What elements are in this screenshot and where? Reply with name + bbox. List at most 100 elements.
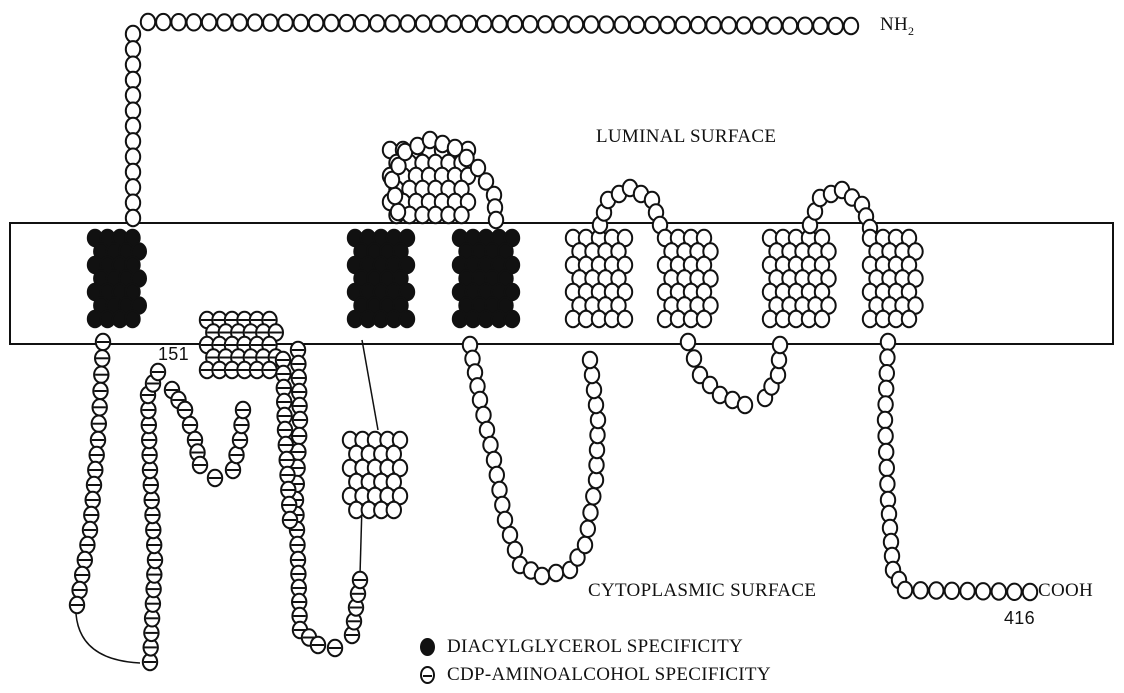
residue-cdp [146, 522, 160, 538]
residue-cdp [281, 482, 295, 498]
residue-cdp [88, 462, 102, 478]
residue-diacylglycerol [400, 311, 414, 327]
residue [783, 18, 797, 34]
residue [615, 17, 629, 33]
residue [722, 17, 736, 33]
residue [126, 87, 140, 103]
residue [590, 442, 604, 458]
legend-diacylglycerol: DIACYLGLYCEROL SPECIFICITY [420, 636, 743, 658]
residue-cdp [178, 402, 192, 418]
residue [880, 349, 894, 365]
residue-cdp [84, 507, 98, 523]
residue [447, 16, 461, 32]
residue [773, 337, 787, 353]
residue-cdp [283, 512, 297, 528]
residue-cdp [93, 383, 107, 399]
residue [706, 17, 720, 33]
residue [645, 17, 659, 33]
residue [676, 17, 690, 33]
residue [492, 16, 506, 32]
residue [586, 488, 600, 504]
residue [549, 565, 563, 581]
residue [476, 407, 490, 423]
residue [880, 476, 894, 492]
residue [126, 72, 140, 88]
residue [691, 17, 705, 33]
residue [473, 392, 487, 408]
residue-cdp [142, 447, 156, 463]
residue [324, 15, 338, 31]
residue-cdp [183, 417, 197, 433]
residue [495, 497, 509, 513]
residue [126, 195, 140, 211]
residue [217, 14, 231, 30]
residue [454, 207, 468, 223]
residue [294, 15, 308, 31]
residue [387, 502, 401, 518]
residue [752, 17, 766, 33]
c-terminus-label: COOH [1038, 580, 1093, 602]
residue [126, 26, 140, 42]
cytoplasmic-surface-label: CYTOPLASMIC SURFACE [588, 580, 816, 602]
residue [278, 15, 292, 31]
membrane-bilayer [10, 223, 1113, 344]
residue-cdp [234, 417, 248, 433]
residue-cdp [141, 402, 155, 418]
residue [431, 16, 445, 32]
residue-151-label: 151 [158, 344, 189, 365]
residue [976, 583, 990, 599]
residue [126, 149, 140, 165]
residue-diacylglycerol [505, 311, 519, 327]
residue [772, 352, 786, 368]
residue [581, 521, 595, 537]
residue [898, 582, 912, 598]
residue [508, 16, 522, 32]
residue-cdp [193, 457, 207, 473]
residue-cdp [280, 467, 294, 483]
residue [202, 14, 216, 30]
legend-cdp-label: CDP-AMINOALCOHOL SPECIFICITY [447, 664, 771, 686]
residue-cdp [83, 522, 97, 538]
residue-cdp [147, 537, 161, 553]
residue [1007, 584, 1021, 600]
residue [738, 397, 752, 413]
residue [844, 18, 858, 34]
residue-cdp [93, 399, 107, 415]
residue [618, 311, 632, 327]
residue [771, 367, 785, 383]
residue [945, 583, 959, 599]
residue [737, 17, 751, 33]
residue-cdp [226, 462, 240, 478]
residue [583, 352, 597, 368]
residue [630, 17, 644, 33]
residue [660, 17, 674, 33]
residue [589, 472, 603, 488]
residue-cdp [148, 552, 162, 568]
residue-cdp [278, 422, 292, 438]
residue-cdp [151, 364, 165, 380]
residue-cdp [208, 470, 222, 486]
residue [490, 467, 504, 483]
residue-cdp [262, 362, 276, 378]
residue-cdp [280, 452, 294, 468]
residue-cdp [143, 462, 157, 478]
residue [385, 15, 399, 31]
residue [492, 482, 506, 498]
residue [590, 427, 604, 443]
residue-cdp [229, 447, 243, 463]
residue [489, 212, 503, 228]
residue-cdp [142, 417, 156, 433]
residue [578, 537, 592, 553]
residue [599, 16, 613, 32]
residue [881, 334, 895, 350]
residue-cdp [75, 567, 89, 583]
residue-cdp [90, 447, 104, 463]
residue [589, 457, 603, 473]
residue [391, 204, 405, 220]
residue [929, 582, 943, 598]
residue [798, 18, 812, 34]
striped-residue-icon [420, 666, 435, 684]
residue [880, 365, 894, 381]
residue [477, 16, 491, 32]
residue [538, 16, 552, 32]
